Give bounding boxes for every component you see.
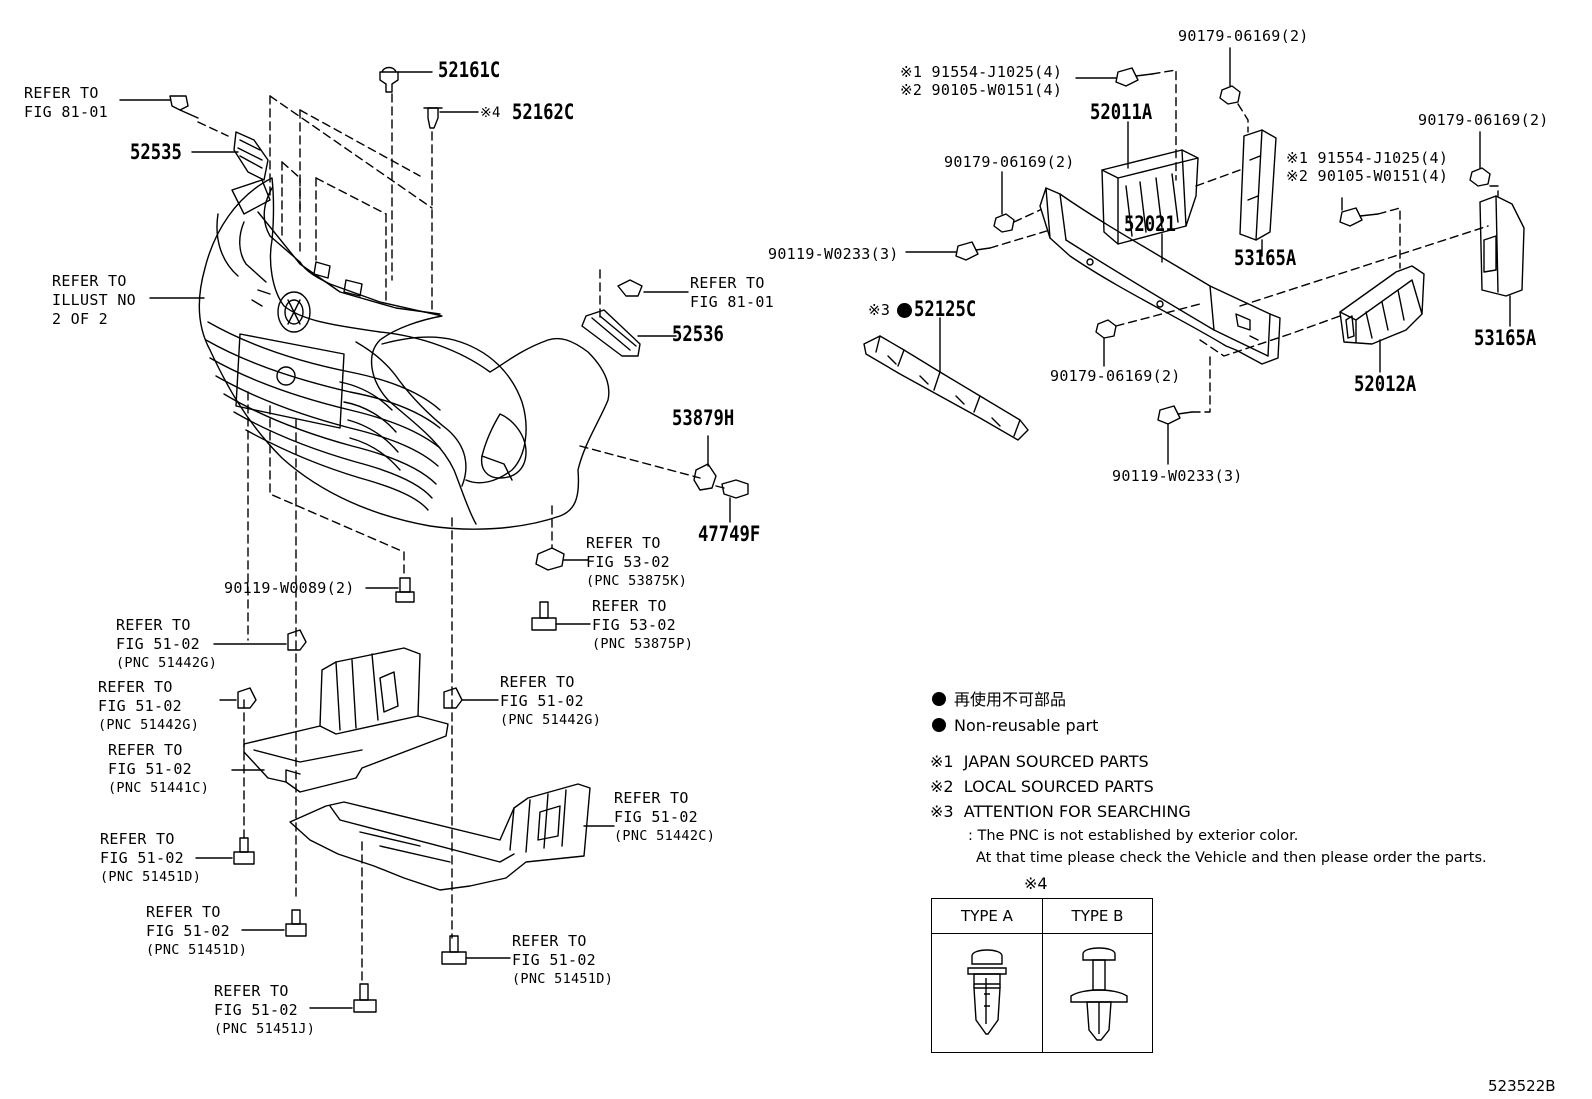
front-bumper-cover xyxy=(198,177,610,530)
fastener-91554-b: ※1 91554-J1025(4) xyxy=(1286,149,1449,167)
legend-note-3-line2: At that time please check the Vehicle an… xyxy=(976,850,1487,866)
clip-types-table: TYPE A TYPE B xyxy=(931,898,1153,1053)
part-label-53165A-right: 53165A xyxy=(1474,326,1537,350)
bolt-53875P-icon xyxy=(531,601,557,631)
fastener-90105-a: ※2 90105-W0151(4) xyxy=(900,81,1063,99)
clip-52162C-icon xyxy=(423,107,443,129)
legend-note-2: ※2 LOCAL SOURCED PARTS xyxy=(930,777,1154,796)
bolt-90119-W0233-a-icon xyxy=(955,241,991,261)
bolt-90119-W0233-b-icon xyxy=(1157,405,1193,425)
crash-box-52012A xyxy=(1339,265,1425,345)
clip-51442G-c-icon xyxy=(443,687,463,709)
nut-90179-top-icon xyxy=(1219,85,1241,105)
nut-90179-left-icon xyxy=(993,213,1015,233)
part-label-52536: 52536 xyxy=(672,322,724,346)
bolt-90119-W0089-icon xyxy=(395,577,415,603)
note-mark-52162C: ※4 xyxy=(480,105,501,121)
clip-type-a-icon xyxy=(967,949,1007,1035)
bolt-91554-a-icon xyxy=(1115,67,1153,87)
part-label-52535: 52535 xyxy=(130,140,182,164)
bracket-53165A-right xyxy=(1479,195,1525,297)
type-a-header: TYPE A xyxy=(932,899,1042,934)
reinforcement-guide-lines xyxy=(989,69,1499,413)
bracket-53165A-center xyxy=(1239,129,1277,241)
bumper-top-guide-lines xyxy=(197,93,701,479)
part-label-52161C: 52161C xyxy=(438,58,501,82)
part-label-47749F: 47749F xyxy=(698,522,761,546)
bolt-51451J-icon xyxy=(353,983,377,1013)
legend-note-3: ※3 ATTENTION FOR SEARCHING xyxy=(930,802,1191,821)
part-label-52021: 52021 xyxy=(1124,212,1176,236)
legend-note-3-line1: : The PNC is not established by exterior… xyxy=(968,828,1299,844)
nut-90179-bottom-icon xyxy=(1095,319,1117,339)
retainer-52125C xyxy=(863,335,1029,441)
types-note-mark: ※4 xyxy=(1024,874,1048,893)
note-mark-52125C: ※3 xyxy=(868,301,891,319)
part-label-52011A: 52011A xyxy=(1090,100,1153,124)
crash-box-52011A xyxy=(1101,149,1199,245)
part-label-53879H: 53879H xyxy=(672,406,735,430)
filled-dot-icon xyxy=(932,718,946,732)
clip-51442G-b-icon xyxy=(237,687,257,709)
non-reusable-dot-icon xyxy=(897,303,912,318)
clip-51442G-a-icon xyxy=(287,629,307,651)
screw-47749F-icon xyxy=(715,479,749,499)
fastener-90119-W0089: 90119-W0089(2) xyxy=(224,579,355,597)
clip-52161C-icon xyxy=(379,66,399,93)
part-label-52125C: 52125C xyxy=(914,297,977,321)
screw-fig81-right-icon xyxy=(617,279,643,297)
type-b-column: TYPE B xyxy=(1042,899,1152,1052)
screw-fig81-left-icon xyxy=(169,95,199,119)
clip-53875K-icon xyxy=(535,547,565,571)
fastener-90179-left: 90179-06169(2) xyxy=(944,153,1075,171)
filled-dot-icon xyxy=(932,692,946,706)
nut-90179-right-icon xyxy=(1469,167,1491,187)
type-a-column: TYPE A xyxy=(932,899,1042,1052)
type-b-header: TYPE B xyxy=(1043,899,1152,934)
fastener-90119-W0233-a: 90119-W0233(3) xyxy=(768,245,899,263)
fastener-90105-b: ※2 90105-W0151(4) xyxy=(1286,167,1449,185)
bolt-91554-b-icon xyxy=(1339,207,1379,227)
fastener-90179-bottom: 90179-06169(2) xyxy=(1050,367,1181,385)
legend-non-reusable-jp: 再使用不可部品 xyxy=(932,690,1066,710)
legend-non-reusable-en: Non-reusable part xyxy=(932,716,1098,736)
bumper-reinforcement-52021 xyxy=(1039,187,1281,365)
bolt-51451D-b-icon xyxy=(285,909,307,937)
clip-type-b-icon xyxy=(1070,947,1128,1041)
bumper-bottom-guide-lines xyxy=(243,391,553,985)
bracket-52535-icon xyxy=(233,131,269,181)
bolt-51451D-c-icon xyxy=(441,935,467,965)
catalog-id: 523522B xyxy=(1488,1077,1556,1095)
bolt-51451D-a-icon xyxy=(233,837,255,865)
fastener-90179-top: 90179-06169(2) xyxy=(1178,27,1309,45)
bracket-52536-icon xyxy=(581,309,641,357)
part-label-53165A-center: 53165A xyxy=(1234,246,1297,270)
undercover-51442C xyxy=(289,783,591,891)
legend-note-1: ※1 JAPAN SOURCED PARTS xyxy=(930,752,1149,771)
fastener-91554-a: ※1 91554-J1025(4) xyxy=(900,63,1063,81)
part-label-52162C: 52162C xyxy=(512,100,575,124)
undercover-51441C xyxy=(243,647,449,793)
part-label-52012A: 52012A xyxy=(1354,372,1417,396)
fastener-90119-W0233-b: 90119-W0233(3) xyxy=(1112,467,1243,485)
fastener-90179-right: 90179-06169(2) xyxy=(1418,111,1549,129)
